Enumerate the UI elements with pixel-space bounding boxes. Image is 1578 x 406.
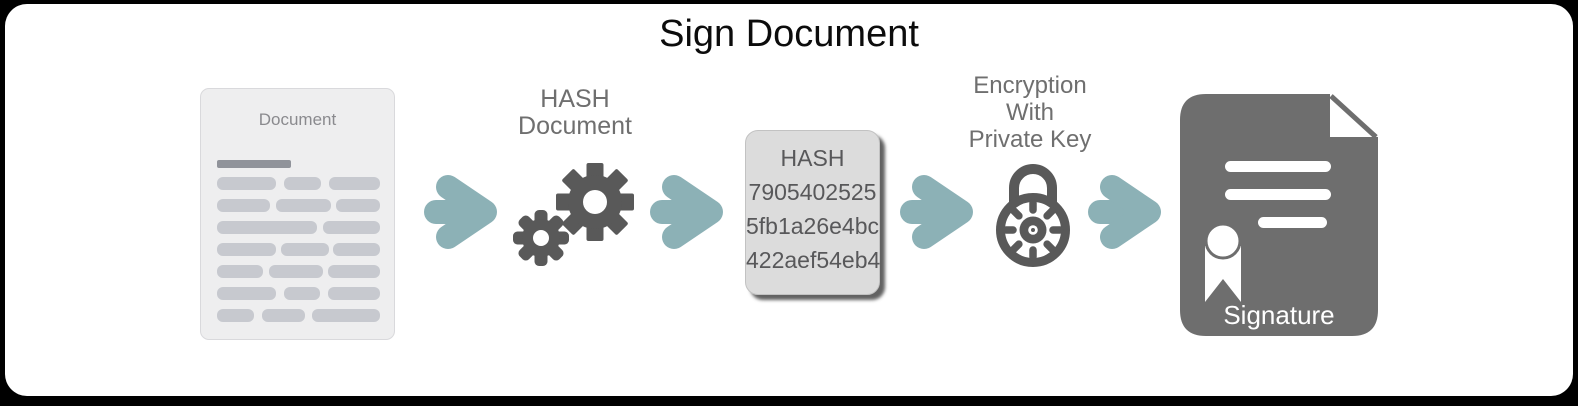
text-bar-graphic	[268, 265, 323, 278]
text-bar-graphic	[217, 309, 254, 322]
page-fold	[1329, 94, 1378, 139]
text-bar-graphic	[336, 199, 380, 212]
arrow-right-icon	[424, 175, 497, 249]
text-bar-graphic	[261, 309, 305, 322]
text-line-graphic	[1258, 217, 1327, 228]
hash-value-line: 7905402525	[748, 179, 877, 205]
encryption-step-label-line: Private Key	[968, 126, 1092, 153]
text-bar-graphic	[333, 243, 380, 256]
text-bar-row	[217, 309, 380, 322]
text-bar-graphic	[284, 287, 320, 300]
text-bar-graphic	[217, 177, 276, 190]
text-bar-graphic	[217, 265, 263, 278]
gears-icon	[513, 163, 634, 266]
text-bar-row	[217, 199, 380, 212]
text-bar-graphic	[275, 199, 331, 212]
text-line-graphic	[1225, 161, 1331, 172]
text-line-graphic	[1225, 189, 1331, 200]
text-bar-graphic	[280, 243, 329, 256]
text-bar-graphic	[312, 309, 380, 322]
signature-label: Signature	[1223, 300, 1335, 330]
diagram-title: Sign Document	[659, 13, 919, 55]
signed-document-icon	[1180, 94, 1378, 336]
text-bar-graphic	[284, 177, 321, 190]
arrow-right-icon	[650, 175, 723, 249]
source-document: Document	[200, 88, 395, 340]
encryption-step-label-line: With	[1006, 99, 1054, 126]
text-bar-graphic	[328, 265, 380, 278]
text-bar-row	[217, 221, 380, 234]
text-bar-heading-graphic	[217, 160, 291, 168]
text-bar-graphic	[217, 199, 270, 212]
text-bar-graphic	[329, 177, 380, 190]
text-bar-graphic	[217, 221, 317, 234]
text-bar-row	[217, 287, 380, 300]
hash-step-label-line: Document	[518, 112, 632, 140]
source-document-label: Document	[258, 110, 337, 129]
arrow-right-icon	[1088, 175, 1161, 249]
padlock-icon	[996, 164, 1070, 267]
hash-step-label: HASH Document	[495, 86, 655, 140]
text-bar-row	[217, 265, 380, 278]
hash-value-line: 5fb1a26e4bc	[746, 213, 880, 239]
text-bar-graphic	[323, 221, 380, 234]
encryption-step-label: Encryption With Private Key	[930, 72, 1130, 153]
ribbon-seal-icon	[1204, 222, 1242, 302]
hash-box-title: HASH	[780, 145, 845, 171]
text-bar-row	[217, 177, 380, 190]
arrow-right-icon	[900, 175, 973, 249]
text-bar-graphic	[217, 287, 276, 300]
text-bar-graphic	[328, 287, 380, 300]
hash-step-label-line: HASH	[540, 85, 610, 113]
text-bar-row	[217, 243, 380, 256]
document-text-placeholder-bars	[217, 160, 380, 331]
hash-value-line: 422aef54eb4	[746, 247, 881, 273]
hash-value-box: HASH 7905402525 5fb1a26e4bc 422aef54eb4	[745, 130, 880, 295]
encryption-step-label-line: Encryption	[973, 72, 1087, 99]
text-bar-graphic	[217, 243, 276, 256]
